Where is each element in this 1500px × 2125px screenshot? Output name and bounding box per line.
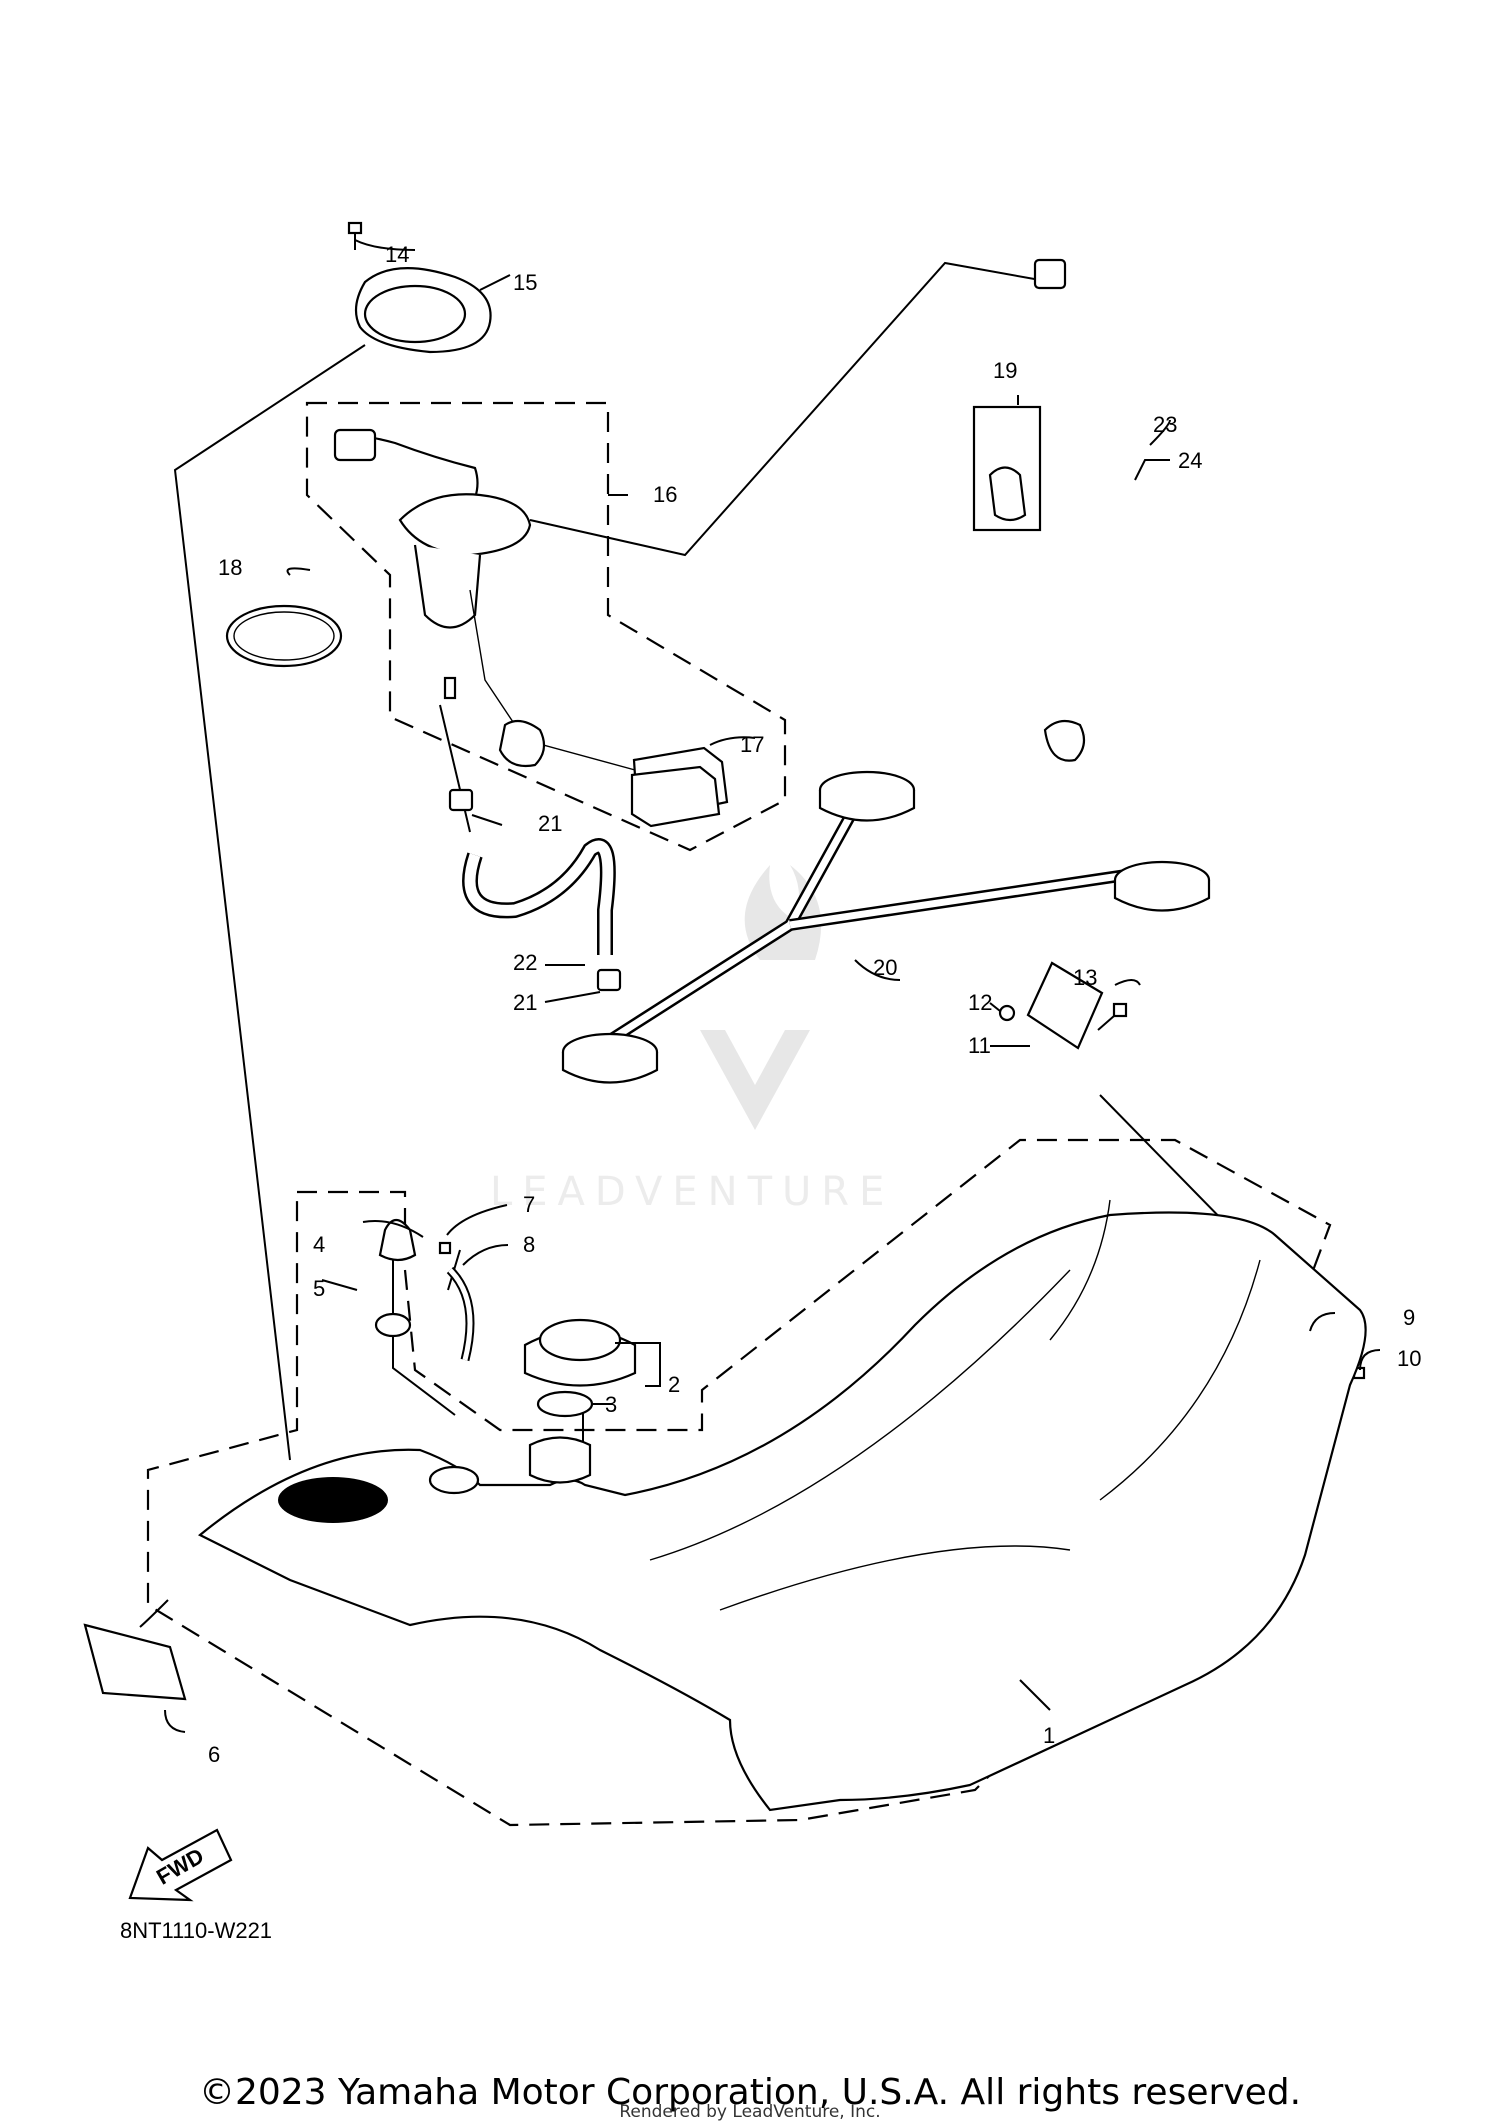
callout-13: 13	[1073, 965, 1097, 990]
part-6-label	[83, 1623, 187, 1701]
callout-3: 3	[605, 1392, 617, 1417]
callout-leaders	[139, 239, 1381, 1733]
part-4-valve	[378, 1218, 417, 1262]
callout-16: 16	[653, 482, 677, 507]
callout-5: 5	[313, 1276, 325, 1301]
part-15-gasket-plate	[354, 267, 492, 354]
diagram-code: 8NT1110-W221	[120, 1918, 273, 1943]
part-21-clamp-lower	[596, 968, 622, 992]
part-13-bolt	[1097, 1002, 1128, 1031]
part-19-sensor	[972, 405, 1042, 532]
callout-22: 22	[513, 950, 537, 975]
part-5-grommet	[374, 1312, 412, 1338]
callout-23: 23	[1153, 412, 1177, 437]
assembly-outlines	[146, 401, 1332, 1827]
watermark-text: LEADVENTURE	[490, 1169, 894, 1215]
rendered-by-notice: Rendered by LeadVenture, Inc.	[619, 2102, 881, 2122]
fwd-arrow-icon: FWD	[128, 1828, 233, 1902]
callout-20: 20	[873, 955, 897, 980]
callout-14: 14	[385, 242, 409, 267]
callout-19: 19	[993, 358, 1017, 383]
part-7-clip	[438, 1241, 452, 1255]
callout-7: 7	[523, 1192, 535, 1217]
callout-4: 4	[313, 1232, 325, 1257]
callout-1: 1	[1043, 1723, 1055, 1748]
part-18-oring	[225, 604, 343, 668]
part-20-breather-hose	[561, 770, 1211, 1084]
callout-11: 11	[968, 1033, 991, 1058]
part-8-hose	[446, 1266, 475, 1362]
callout-9: 9	[1403, 1305, 1415, 1330]
callout-21-upper: 21	[538, 811, 562, 836]
part-23-hose	[1033, 258, 1263, 762]
part-14-bolt	[347, 221, 363, 250]
copyright-notice: ©2023 Yamaha Motor Corporation, U.S.A. A…	[198, 2072, 1302, 2113]
callout-21-lower: 21	[513, 990, 537, 1015]
callout-10: 10	[1397, 1346, 1421, 1371]
callout-15: 15	[513, 270, 537, 295]
part-2-cap	[523, 1318, 637, 1387]
part-1-fuel-tank	[197, 1199, 1367, 1812]
part-17-connector	[630, 765, 721, 828]
callout-12: 12	[968, 990, 992, 1015]
part-3-oring	[536, 1390, 594, 1418]
part-22-hose	[462, 838, 616, 955]
part-21-clamp-upper	[448, 788, 474, 812]
fuel-pump-assembly-outline	[305, 401, 787, 852]
part-11-bracket	[1026, 961, 1104, 1050]
callout-24: 24	[1178, 448, 1202, 473]
callout-2: 2	[668, 1372, 680, 1397]
part-12-nut	[998, 1004, 1016, 1022]
callouts: 1 2 3 4 5 6 7 8 9 10 11 12 13 14 15 16 1…	[208, 242, 1421, 1767]
callout-8: 8	[523, 1232, 535, 1257]
callout-6: 6	[208, 1742, 220, 1767]
callout-18: 18	[218, 555, 242, 580]
callout-17: 17	[740, 732, 764, 757]
fuel-tank-assembly-outline	[146, 1138, 1332, 1827]
